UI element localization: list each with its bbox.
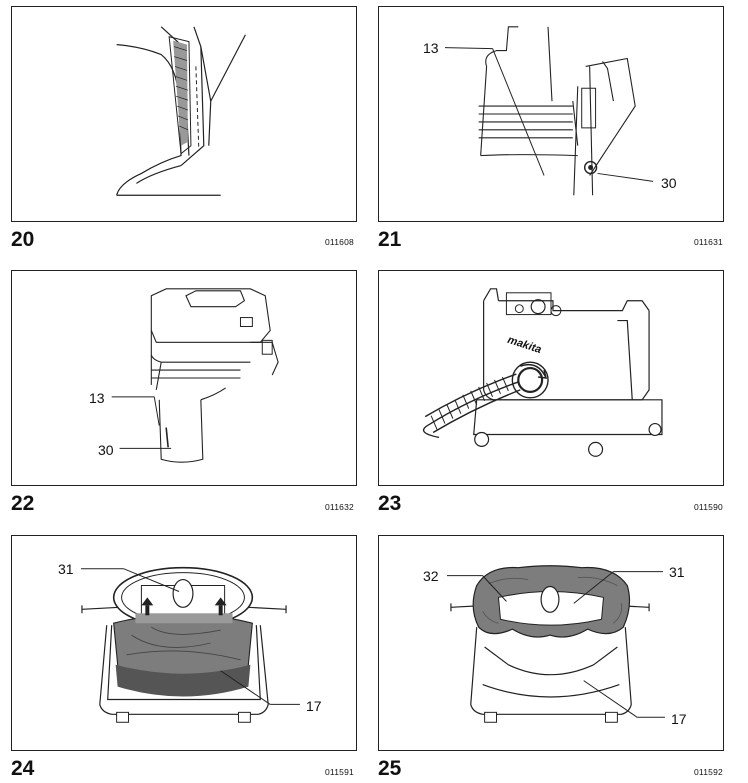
figure-21-panel: 13 30 <box>378 6 724 222</box>
hose <box>422 373 521 439</box>
figure-20-illustration <box>116 26 246 196</box>
figure-20-panel <box>11 6 357 222</box>
wheel <box>588 441 604 457</box>
hose-inlet <box>511 361 549 399</box>
callout-label: 13 <box>423 40 439 56</box>
figure-23-panel: makita <box>378 270 724 486</box>
wheel <box>474 431 490 447</box>
screw-marker <box>583 160 598 175</box>
figure-number: 21 <box>378 228 402 251</box>
figure-code: 011632 <box>325 502 354 512</box>
arrow-up-icon <box>214 597 227 616</box>
callout-label: 17 <box>306 698 322 714</box>
figure-code: 011590 <box>694 502 723 512</box>
figure-code: 011591 <box>325 767 354 777</box>
figure-number: 25 <box>378 757 402 780</box>
figure-22-panel: 13 30 <box>11 270 357 486</box>
callout-label: 31 <box>58 561 74 577</box>
wheel <box>648 422 662 437</box>
figure-code: 011631 <box>694 237 723 247</box>
callout-label: 30 <box>98 442 114 458</box>
callout-label: 17 <box>671 711 687 727</box>
figure-22-illustration <box>111 288 279 463</box>
figure-code: 011592 <box>694 767 723 777</box>
figure-25-panel: 32 31 17 <box>378 535 724 751</box>
figure-23-illustration <box>422 288 663 457</box>
figure-24-panel: 31 17 <box>11 535 357 751</box>
figure-number: 24 <box>11 757 35 780</box>
figure-code: 011608 <box>325 237 354 247</box>
arrow-up-icon <box>141 597 154 616</box>
callout-label: 13 <box>89 390 105 406</box>
figure-number: 23 <box>378 492 402 515</box>
callout-label: 30 <box>661 175 677 191</box>
figure-24-illustration <box>80 566 300 723</box>
figure-25-illustration <box>446 565 665 723</box>
callout-label: 31 <box>669 564 685 580</box>
figure-number: 22 <box>11 492 35 515</box>
control-knob <box>530 299 546 315</box>
callout-label: 32 <box>423 568 439 584</box>
figure-21-illustration <box>444 26 654 196</box>
figure-number: 20 <box>11 228 35 251</box>
